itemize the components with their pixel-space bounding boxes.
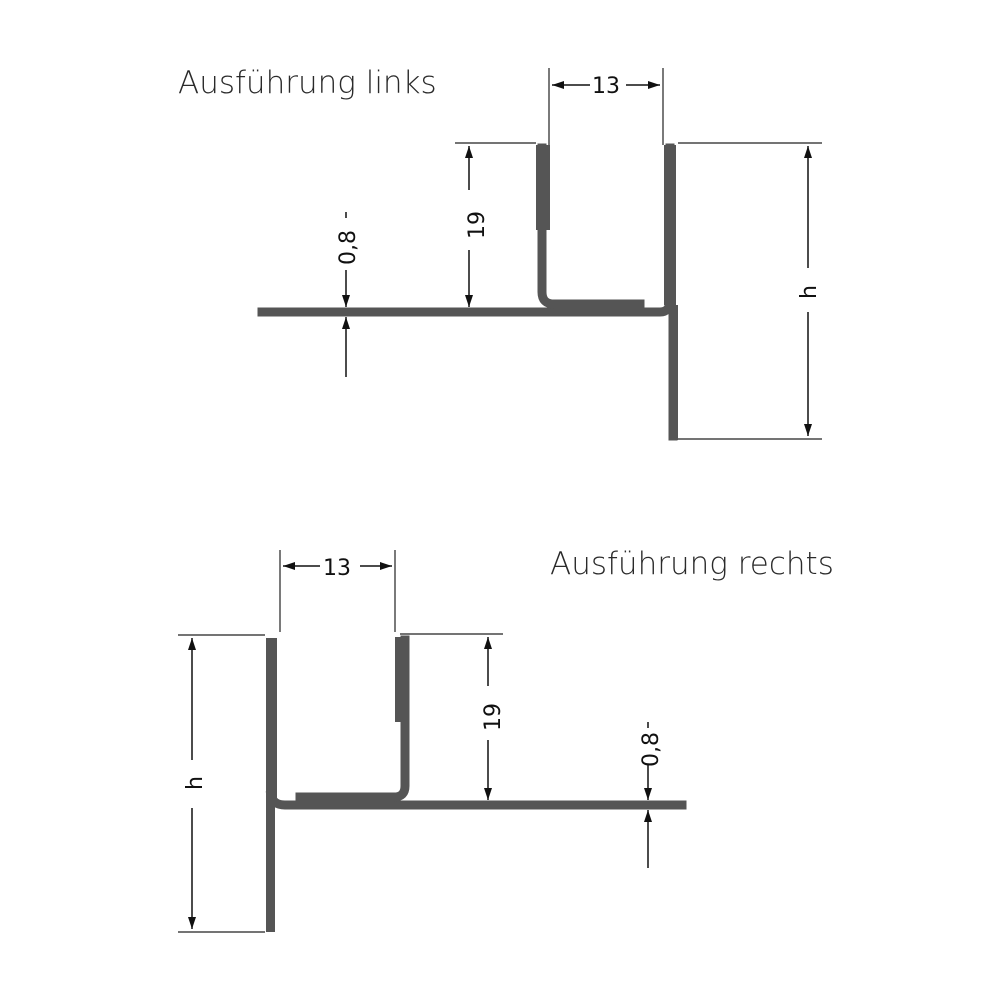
dim-thickness-label: 0,8	[639, 732, 664, 767]
dimension-inner-height-rechts: 19	[400, 633, 506, 800]
profile-rechts	[265, 635, 687, 932]
dim-total-height-label: h	[183, 776, 208, 790]
drawing-rechts: Ausführung rechts 13 19	[178, 546, 834, 933]
dimension-total-height-links: h	[678, 142, 822, 440]
dim-width-label: 13	[323, 556, 351, 581]
dimension-width-links: 13	[548, 68, 664, 145]
drawing-links: Ausführung links 13 19	[178, 65, 822, 441]
dim-inner-height-label: 19	[465, 211, 490, 239]
dim-thickness-label: 0,8	[336, 230, 361, 265]
drawing-title-links: Ausführung links	[178, 65, 437, 101]
inner-lip	[536, 145, 550, 230]
dimension-thickness-links: 0,8	[336, 212, 361, 377]
inner-lip	[395, 637, 409, 722]
outer-wall-bottom	[669, 305, 678, 440]
dimension-total-height-rechts: h	[178, 634, 265, 933]
u-channel	[295, 635, 410, 802]
outer-wall-bottom	[266, 795, 275, 932]
u-channel	[537, 143, 645, 309]
dimension-thickness-rechts: 0,8	[639, 722, 664, 868]
drawing-title-rechts: Ausführung rechts	[550, 546, 834, 582]
outer-corner	[265, 789, 290, 810]
outer-wall-top	[664, 145, 676, 305]
dimension-width-rechts: 13	[279, 550, 396, 632]
dim-total-height-label: h	[797, 285, 822, 299]
dim-inner-height-label: 19	[481, 703, 506, 731]
outer-wall-top	[266, 638, 277, 798]
dimension-inner-height-links: 19	[455, 142, 536, 307]
dim-width-label: 13	[592, 74, 620, 99]
profile-links	[257, 143, 678, 441]
